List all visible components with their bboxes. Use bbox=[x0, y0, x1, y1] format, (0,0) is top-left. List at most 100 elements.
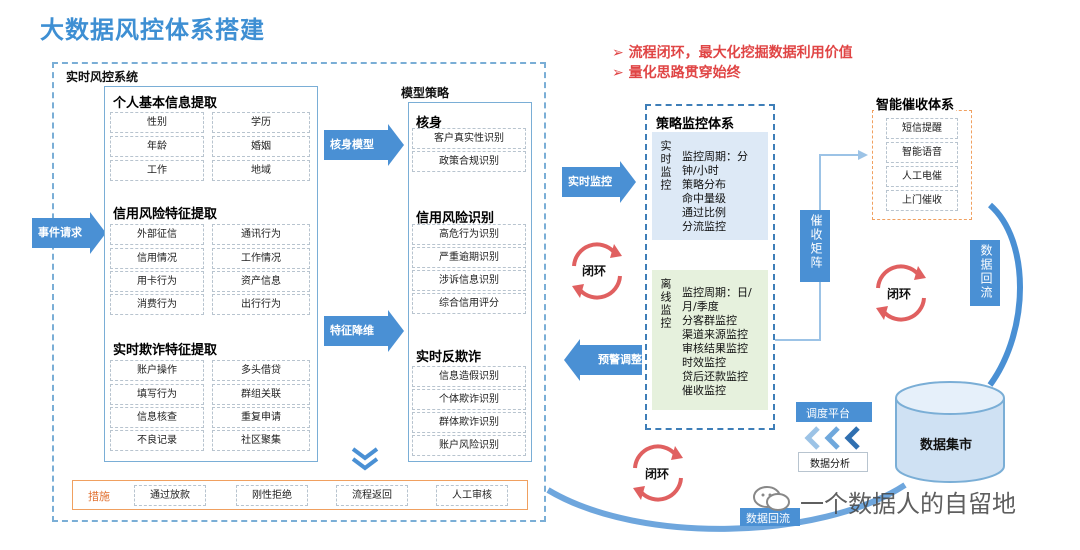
watermark-text: 一个数据人的自留地 bbox=[800, 490, 1016, 518]
credit-risk-item: 消费行为 bbox=[110, 294, 204, 315]
credit-identify-item: 涉诉信息识别 bbox=[412, 270, 526, 291]
identity-model-arrow: 核身模型 bbox=[324, 124, 404, 166]
data-return-bottom-label: 数据回流 bbox=[746, 512, 790, 525]
data-return-label: 数据回流 bbox=[979, 244, 993, 300]
monitor-detail: 钟/小时 bbox=[682, 164, 719, 177]
basic-info-item: 地域 bbox=[212, 160, 310, 181]
dispatch-platform-box bbox=[796, 402, 872, 422]
monitor-detail: 策略分布 bbox=[682, 178, 726, 191]
highlight-line: ➢ 量化思路贯穿始终 bbox=[612, 65, 741, 81]
dispatch-platform-label: 调度平台 bbox=[806, 407, 850, 420]
credit-risk-item: 资产信息 bbox=[212, 271, 310, 292]
credit-identify-item: 综合信用评分 bbox=[412, 293, 526, 314]
monitor-detail: 渠道来源监控 bbox=[682, 328, 748, 341]
anti-fraud-item: 群体欺诈识别 bbox=[412, 412, 526, 433]
credit-risk-item: 信用情况 bbox=[110, 248, 204, 269]
chevron-left-icon bbox=[804, 426, 860, 450]
realtime-system-container bbox=[52, 62, 546, 522]
basic-info-item: 工作 bbox=[110, 160, 204, 181]
identity-title: 核身 bbox=[416, 116, 443, 131]
credit-risk-item: 工作情况 bbox=[212, 248, 310, 269]
fraud-item: 多头借贷 bbox=[212, 360, 310, 381]
highlight-text: 量化思路贯穿始终 bbox=[628, 65, 741, 81]
loop-cycle-icon bbox=[572, 242, 622, 300]
credit-risk-item: 用卡行为 bbox=[110, 271, 204, 292]
fraud-item: 重复申请 bbox=[212, 407, 310, 428]
basic-info-title: 个人基本信息提取 bbox=[113, 96, 218, 111]
fraud-extract-title: 实时欺诈特征提取 bbox=[113, 343, 218, 358]
fraud-item: 填写行为 bbox=[110, 384, 204, 405]
highlight-line: ➢ 流程闭环，最大化挖掘数据利用价值 bbox=[612, 45, 853, 61]
anti-fraud-title: 实时反欺诈 bbox=[416, 350, 482, 365]
highlight-text: 流程闭环，最大化挖掘数据利用价值 bbox=[628, 45, 853, 61]
model-strategy-label: 模型策略 bbox=[401, 86, 450, 100]
strategy-monitor-title: 策略监控体系 bbox=[656, 117, 735, 132]
feature-reduction-arrow: 特征降维 bbox=[324, 310, 404, 352]
credit-risk-extract-title: 信用风险特征提取 bbox=[113, 207, 218, 222]
monitor-detail: 审核结果监控 bbox=[682, 342, 748, 355]
credit-risk-identify-title: 信用风险识别 bbox=[416, 211, 495, 226]
monitor-detail: 分流监控 bbox=[682, 220, 726, 233]
closed-loop-label: 闭环 bbox=[887, 287, 912, 301]
realtime-monitor-label: 实时监控 bbox=[568, 175, 612, 188]
page-title: 大数据风控体系搭建 bbox=[40, 16, 265, 44]
fraud-item: 不良记录 bbox=[110, 430, 204, 451]
event-request-arrow: 事件请求 bbox=[32, 212, 106, 254]
collection-system-title: 智能催收体系 bbox=[874, 94, 957, 113]
strategy-monitor-box bbox=[645, 104, 775, 430]
event-request-label: 事件请求 bbox=[38, 226, 82, 239]
feature-reduction-label: 特征降维 bbox=[330, 324, 374, 337]
monitor-detail: 分客群监控 bbox=[682, 314, 737, 327]
realtime-system-label: 实时风控系统 bbox=[66, 70, 139, 84]
credit-identify-item: 严重逾期识别 bbox=[412, 247, 526, 268]
realtime-monitor-arrow: 实时监控 bbox=[562, 161, 636, 203]
closed-loop-label: 闭环 bbox=[645, 467, 670, 481]
monitor-detail: 监控周期：分 bbox=[682, 150, 748, 163]
collection-item: 上门催收 bbox=[886, 190, 958, 211]
database-icon bbox=[895, 381, 1005, 483]
measure-item: 人工审核 bbox=[436, 485, 508, 506]
realtime-monitor-details: 监控周期：分 钟/小时 策略分布 命中量级 通过比例 分流监控 bbox=[682, 150, 766, 234]
identity-item: 客户真实性识别 bbox=[412, 128, 526, 149]
collection-matrix-label: 催收矩阵 bbox=[809, 214, 823, 270]
credit-identify-item: 高危行为识别 bbox=[412, 224, 526, 245]
basic-info-item: 学历 bbox=[212, 112, 310, 133]
data-analysis-label: 数据分析 bbox=[810, 459, 850, 470]
data-return-bottom-box bbox=[740, 508, 800, 526]
collection-matrix-box bbox=[800, 210, 830, 282]
identity-item: 政策合规识别 bbox=[412, 151, 526, 172]
collection-item: 智能语音 bbox=[886, 142, 958, 163]
credit-risk-item: 通讯行为 bbox=[212, 224, 310, 245]
loop-cycle-icon bbox=[633, 444, 683, 502]
monitor-detail: 时效监控 bbox=[682, 356, 726, 369]
measure-item: 通过放款 bbox=[134, 485, 206, 506]
monitor-detail: 通过比例 bbox=[682, 206, 726, 219]
credit-risk-item: 外部征信 bbox=[110, 224, 204, 245]
closed-loop-label: 闭环 bbox=[582, 264, 607, 278]
monitor-detail: 监控周期：日/ bbox=[682, 286, 752, 299]
anti-fraud-item: 账户风险识别 bbox=[412, 435, 526, 456]
monitor-detail: 贷后还款监控 bbox=[682, 370, 748, 383]
credit-risk-item: 出行行为 bbox=[212, 294, 310, 315]
realtime-monitor-section bbox=[652, 132, 768, 240]
basic-info-item: 性别 bbox=[110, 112, 204, 133]
measure-item: 刚性拒绝 bbox=[236, 485, 308, 506]
warning-adjust-label: 预警调整 bbox=[598, 353, 642, 366]
identity-model-label: 核身模型 bbox=[330, 138, 374, 151]
fraud-item: 群组关联 bbox=[212, 384, 310, 405]
chevron-down-icon bbox=[351, 447, 379, 471]
fraud-item: 信息核查 bbox=[110, 407, 204, 428]
monitor-detail: 催收监控 bbox=[682, 384, 726, 397]
data-analysis-box bbox=[798, 452, 868, 472]
offline-monitor-section bbox=[652, 270, 768, 410]
anti-fraud-item: 信息造假识别 bbox=[412, 366, 526, 387]
loop-cycle-icon bbox=[876, 264, 926, 322]
measures-label: 措施 bbox=[88, 490, 110, 503]
warning-adjust-arrow: 预警调整 bbox=[564, 339, 642, 381]
realtime-monitor-section-label: 实时监控 bbox=[659, 140, 672, 192]
basic-info-item: 年龄 bbox=[110, 136, 204, 157]
collection-item: 短信提醒 bbox=[886, 118, 958, 139]
monitor-detail: 命中量级 bbox=[682, 192, 726, 205]
fraud-item: 社区聚集 bbox=[212, 430, 310, 451]
data-return-box bbox=[970, 240, 1000, 306]
